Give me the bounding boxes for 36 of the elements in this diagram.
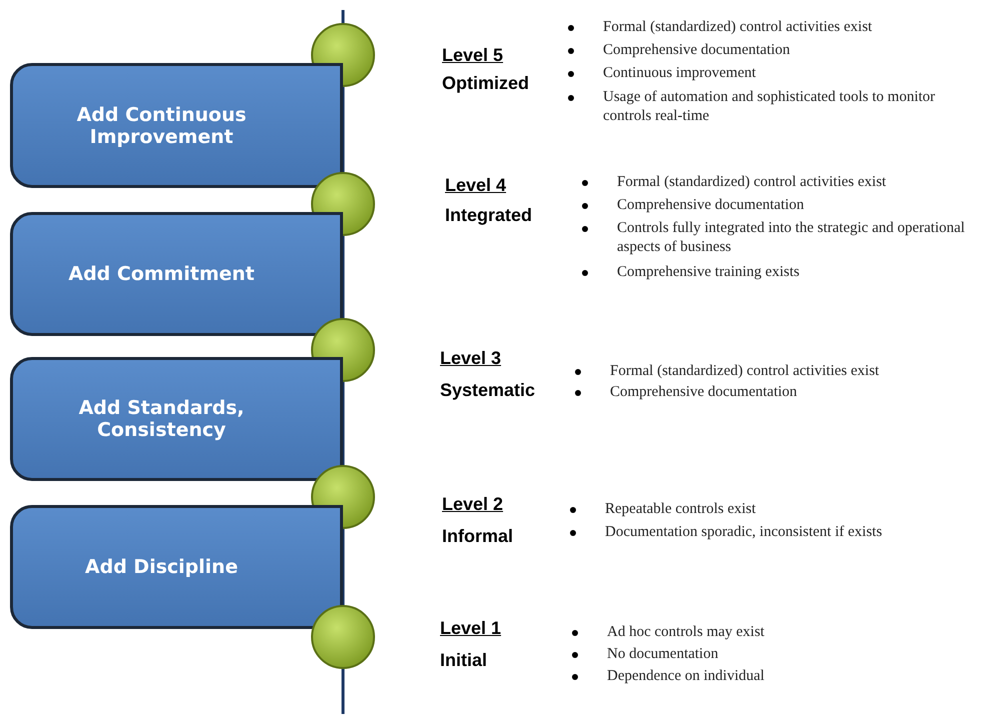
level-name: Integrated	[445, 205, 532, 226]
stage-box: Add Standards, Consistency	[10, 357, 343, 481]
level-heading: Level 1	[440, 618, 502, 639]
bullet-item: Comprehensive documentation	[575, 383, 997, 402]
bullet-item: Dependence on individual	[572, 667, 972, 686]
bullet-item: Repeatable controls exist	[570, 500, 970, 519]
bullet-item: Continuous improvement	[568, 64, 997, 83]
level-name: Systematic	[440, 380, 536, 401]
timeline-line	[342, 10, 344, 24]
stage-box: Add Discipline	[10, 505, 343, 629]
level-heading: Level 3	[440, 348, 502, 369]
milestone-circle	[310, 604, 376, 670]
bullet-item: Formal (standardized) control activities exist	[582, 173, 997, 192]
bullet-item: Comprehensive documentation	[582, 196, 997, 215]
stage-box: Add Continuous Improvement	[10, 63, 343, 188]
bullet-item: Formal (standardized) control activities exist	[568, 18, 997, 37]
bullet-item: Formal (standardized) control activities exist	[575, 362, 997, 381]
level-name: Initial	[440, 650, 488, 671]
level-heading: Level 5	[442, 45, 504, 66]
level-heading: Level 4	[445, 175, 506, 196]
timeline-line	[342, 381, 344, 466]
timeline-line	[342, 528, 344, 606]
bullet-item: Usage of automation and sophisticated tools to monitor controls real-time	[568, 88, 978, 126]
level-heading: Level 2	[442, 494, 504, 515]
timeline-line	[342, 235, 344, 319]
stage-box: Add Commitment	[10, 212, 343, 336]
timeline-line	[342, 668, 344, 714]
bullet-item: Documentation sporadic, inconsistent if exists	[570, 523, 950, 542]
bullet-item: Comprehensive documentation	[568, 41, 997, 60]
bullet-item: Comprehensive training exists	[582, 263, 997, 282]
bullet-item: No documentation	[572, 645, 972, 664]
level-name: Informal	[442, 526, 514, 547]
bullet-item: Ad hoc controls may exist	[572, 623, 972, 642]
level-name: Optimized	[442, 73, 530, 94]
bullet-item: Controls fully integrated into the strategic and operational aspects of business	[582, 219, 997, 257]
timeline-line	[342, 86, 344, 173]
